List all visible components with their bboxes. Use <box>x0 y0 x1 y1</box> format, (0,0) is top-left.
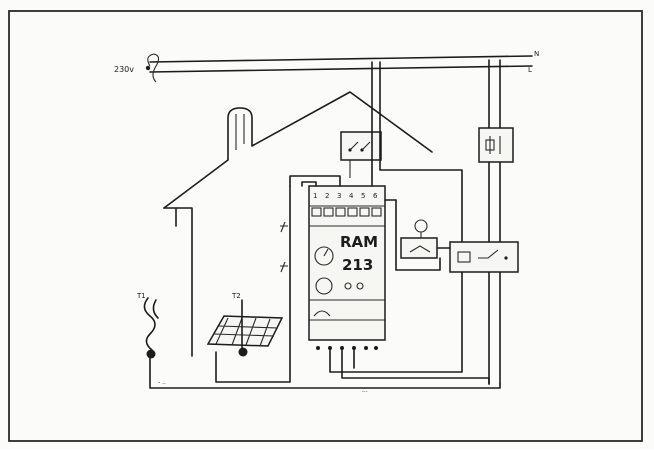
pipe-sensor: T1 <box>136 292 159 359</box>
terminal-number: 6 <box>373 192 378 200</box>
terminal-number: 2 <box>325 192 329 200</box>
scan-border <box>8 10 643 442</box>
controller-model: 213 <box>342 256 373 274</box>
controller-brand: RAM <box>340 233 378 251</box>
line-end-bottom: L <box>528 66 532 74</box>
bottom-terminals <box>316 346 378 350</box>
setpoint-knob <box>314 246 334 266</box>
fuse-box <box>478 127 514 163</box>
supply-lines: 230v N L <box>114 50 539 83</box>
terminal-number: 5 <box>361 192 365 200</box>
bottom-wiring <box>149 221 501 389</box>
supply-label: 230v <box>114 65 134 74</box>
collector-sensor-label: T2 <box>231 292 241 300</box>
solar-collector: T2 <box>206 292 284 357</box>
terminal-number: 4 <box>349 192 354 200</box>
top-terminals <box>311 207 382 217</box>
tiny-mark-center: ... <box>362 387 368 394</box>
house-outline <box>163 91 433 357</box>
terminal-numbers: 1 2 3 4 5 6 <box>313 192 378 200</box>
pump-relay <box>384 199 441 271</box>
terminal-number: 3 <box>337 192 341 200</box>
supply-risers <box>371 59 501 385</box>
main-switch <box>340 131 382 178</box>
differential-knob <box>315 277 333 295</box>
controller-unit: 1 2 3 4 5 6 RAM 213 <box>308 185 386 350</box>
line-end-top: N <box>534 50 539 58</box>
tiny-mark-left: - .. <box>158 379 166 386</box>
terminal-number: 1 <box>313 192 317 200</box>
contactor <box>436 241 519 273</box>
pipe-sensor-label: T1 <box>136 292 146 300</box>
